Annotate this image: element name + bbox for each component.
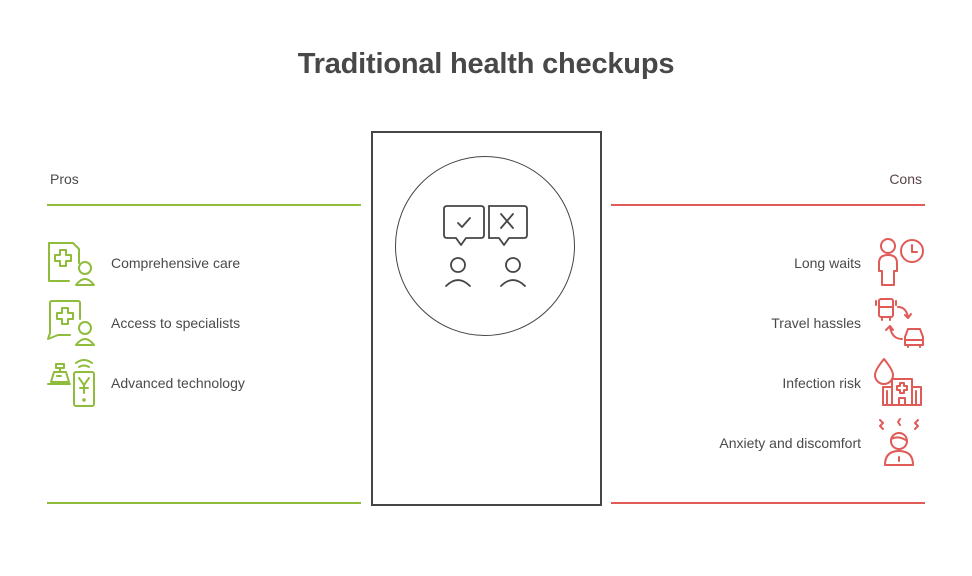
con-item-label: Anxiety and discomfort (719, 435, 861, 451)
pro-item-label: Access to specialists (111, 315, 241, 331)
center-circle (395, 156, 575, 336)
con-item-travel-hassles: Travel hassles (771, 298, 926, 348)
pros-top-divider (47, 204, 361, 206)
con-item-label: Infection risk (782, 375, 861, 391)
two-people-approve-reject-icon (440, 203, 532, 298)
con-item-anxiety-and-discomfort: Anxiety and discomfort (719, 418, 926, 468)
center-panel (371, 131, 602, 506)
pros-bottom-divider (47, 502, 361, 504)
pro-item-access-to-specialists: Access to specialists (46, 298, 240, 348)
pro-item-comprehensive-care: Comprehensive care (46, 238, 240, 288)
page-title: Traditional health checkups (297, 48, 675, 80)
cons-bottom-divider (611, 502, 925, 504)
pro-item-label: Advanced technology (111, 375, 245, 391)
con-item-infection-risk: Infection risk (782, 358, 926, 408)
pro-item-advanced-technology: Advanced technology (46, 358, 245, 408)
con-item-label: Travel hassles (771, 315, 861, 331)
medical-chat-person-icon (46, 298, 98, 348)
cons-heading: Cons (889, 171, 922, 187)
medical-document-person-icon (46, 238, 98, 288)
cons-top-divider (611, 204, 925, 206)
scale-and-smartphone-icon (46, 357, 98, 409)
person-clock-icon (874, 237, 926, 289)
con-item-label: Long waits (794, 255, 861, 271)
pro-item-label: Comprehensive care (111, 255, 241, 271)
pros-heading: Pros (50, 171, 79, 187)
drop-hospital-icon (874, 357, 926, 409)
stressed-person-icon (874, 417, 926, 469)
con-item-long-waits: Long waits (794, 238, 926, 288)
bus-car-exchange-icon (874, 297, 926, 349)
